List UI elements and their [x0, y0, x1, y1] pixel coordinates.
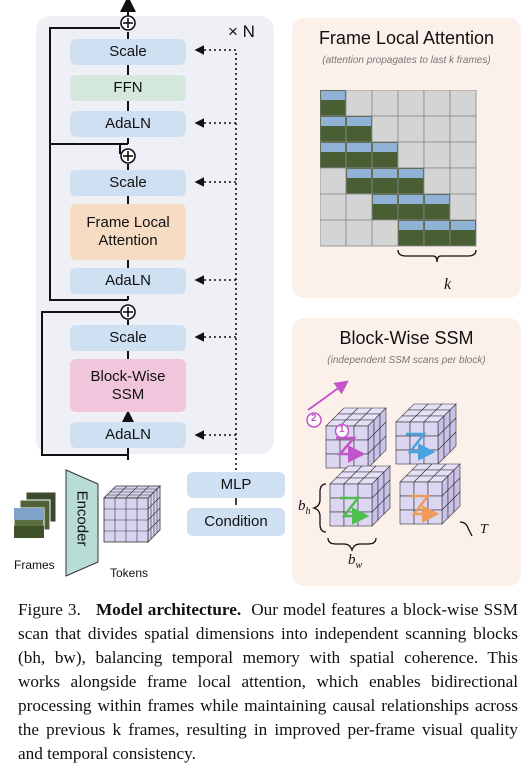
t-label: T	[480, 522, 488, 537]
attention-cell-masked	[449, 141, 477, 169]
frame-thumbnail-sky	[373, 143, 397, 152]
adaln-box-middle: AdaLN	[70, 268, 186, 294]
attention-cell-masked	[371, 115, 399, 143]
ssm-block-2	[395, 403, 457, 465]
scale-box-middle: Scale	[70, 170, 186, 196]
frame-thumbnail-sky	[321, 117, 345, 126]
attention-cell-masked	[345, 90, 373, 117]
repeat-label: × N	[228, 22, 255, 41]
condition-box: Condition	[187, 508, 285, 536]
frame-thumbnail-sky	[373, 195, 397, 204]
attention-cell-masked	[320, 167, 347, 195]
attention-cell-masked	[397, 90, 425, 117]
attention-cell-masked	[345, 193, 373, 221]
attention-panel: Frame Local Attention (attention propaga…	[292, 18, 521, 298]
caption-figure-number: Figure 3.	[18, 600, 81, 619]
frame-thumbnail-sky	[373, 169, 397, 178]
scale-box-bottom: Scale	[70, 325, 186, 351]
frame-thumbnail-sky	[399, 195, 423, 204]
attention-cell-masked	[449, 115, 477, 143]
ssm-block-1	[325, 407, 387, 469]
tokens-label: Tokens	[110, 566, 149, 580]
architecture-diagram: × N Scale FFN AdaLN Scale Frame Local At…	[13, 0, 521, 586]
frame-thumbnail-sky	[321, 143, 345, 152]
tokens-cube	[103, 485, 161, 543]
attention-cell-masked	[449, 193, 477, 221]
k-label: k	[444, 276, 452, 293]
encoder-label: Encoder	[73, 490, 91, 547]
attention-cell-masked	[449, 167, 477, 195]
caption-body: Our model features a block-wise SSM scan…	[18, 600, 519, 763]
attention-panel-subtitle: (attention propagates to last k frames)	[322, 55, 491, 66]
attention-cell-masked	[345, 219, 373, 247]
bh-label: bh	[298, 498, 311, 517]
ssm-block-4	[399, 463, 461, 525]
frame-thumbnail-sky	[321, 91, 345, 100]
adaln-box-top: AdaLN	[70, 111, 186, 137]
attention-cell-masked	[423, 141, 451, 169]
encoder-shape	[65, 469, 99, 577]
frame-local-attention-box: Frame Local Attention	[70, 204, 186, 260]
ffn-box: FFN	[70, 75, 186, 101]
figure-caption: Figure 3. Model architecture. Our model …	[18, 598, 518, 766]
attention-cell-masked	[423, 115, 451, 143]
attention-cell-masked	[397, 115, 425, 143]
adaln-box-bottom: AdaLN	[70, 422, 186, 448]
frame-thumbnail-sky	[347, 169, 371, 178]
bw-label: bw	[348, 552, 363, 571]
frame-thumbnail-sky	[399, 221, 423, 230]
ssm-panel-title: Block-Wise SSM	[339, 328, 474, 348]
attention-cell-masked	[423, 167, 451, 195]
attention-cell-masked	[371, 219, 399, 247]
frame-thumbnail-sky	[399, 169, 423, 178]
mlp-box: MLP	[187, 472, 285, 498]
ssm-panel: Block-Wise SSM (independent SSM scans pe…	[292, 318, 521, 586]
attention-mask-grid	[320, 90, 477, 263]
step-1-label: 1	[339, 424, 345, 435]
frame-thumbnail-sky	[425, 195, 449, 204]
ssm-panel-subtitle: (independent SSM scans per block)	[327, 355, 486, 366]
ssm-blocks	[306, 380, 473, 553]
frame-thumbnail-sky	[347, 143, 371, 152]
frames-stack	[13, 491, 57, 539]
attention-cell-masked	[320, 219, 347, 247]
frame-thumbnail-sky	[347, 117, 371, 126]
k-brace	[397, 249, 477, 263]
frames-label: Frames	[14, 558, 55, 572]
scale-box-top: Scale	[70, 39, 186, 65]
attention-cell-masked	[320, 193, 347, 221]
attention-panel-title: Frame Local Attention	[318, 28, 495, 48]
caption-title: Model architecture.	[95, 600, 242, 619]
block-wise-ssm-box: Block-Wise SSM	[70, 359, 186, 412]
connector-lines	[41, 0, 237, 505]
attention-cell-masked	[397, 141, 425, 169]
step-2-label: 2	[311, 413, 317, 424]
attention-cell-masked	[371, 90, 399, 117]
frame-thumbnail-sky	[451, 221, 475, 230]
attention-cell-masked	[449, 90, 477, 117]
frame-thumbnail-sky	[425, 221, 449, 230]
attention-cell-masked	[423, 90, 451, 117]
